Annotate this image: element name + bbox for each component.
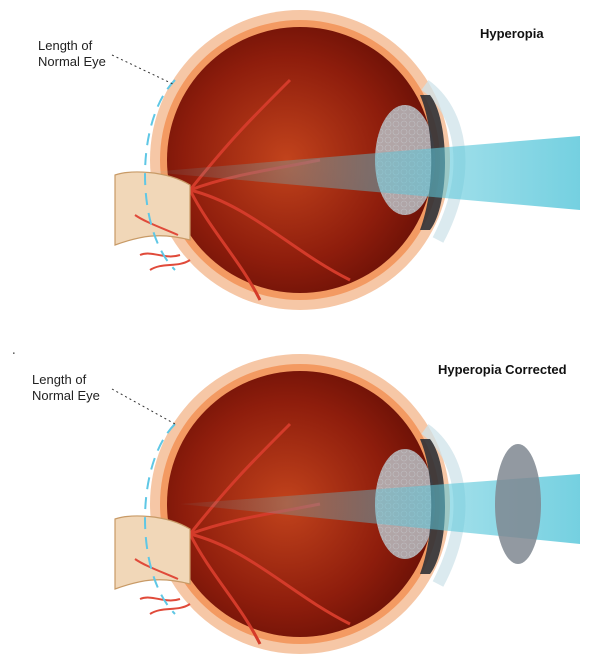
side-mark: ▪ — [10, 352, 16, 354]
hyperopia-panel: Length of Normal Eye Hyperopia — [0, 0, 601, 330]
hyperopia-corrected-panel: Length of Normal Eye Hyperopia Corrected — [0, 334, 601, 664]
panel-title: Hyperopia Corrected — [438, 362, 567, 377]
label-line-2: Normal Eye — [38, 54, 106, 70]
normal-eye-length-label: Length of Normal Eye — [38, 38, 106, 70]
normal-eye-length-label: Length of Normal Eye — [32, 372, 100, 404]
label-line-1: Length of — [38, 38, 106, 54]
label-line-2: Normal Eye — [32, 388, 100, 404]
label-line-1: Length of — [32, 372, 100, 388]
corrective-lens — [495, 444, 541, 564]
leader-line — [112, 55, 175, 85]
optic-nerve — [115, 516, 190, 589]
panel-title: Hyperopia — [480, 26, 544, 41]
optic-nerve — [115, 172, 190, 245]
leader-line — [112, 389, 175, 424]
